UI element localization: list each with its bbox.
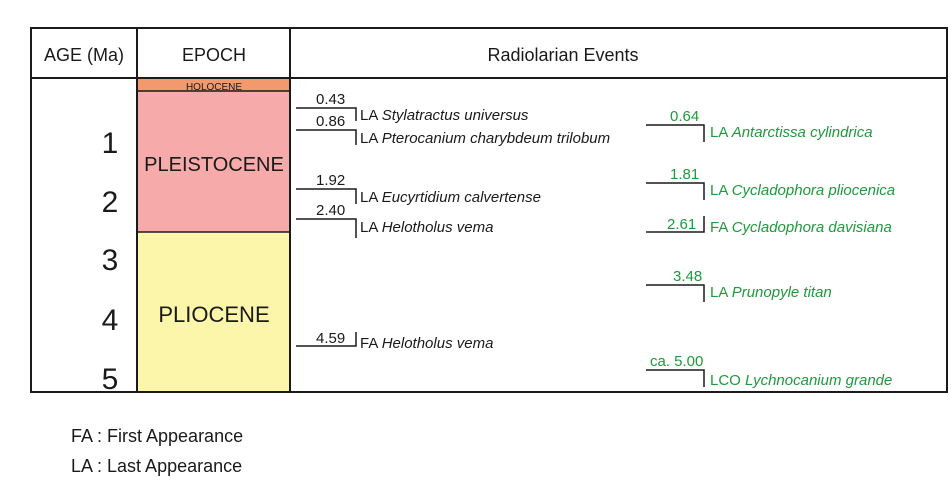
event-age: 0.64 [670,108,699,125]
event-age: 3.48 [673,268,702,285]
event-label: LA Antarctissa cylindrica [710,124,873,141]
epoch-label-pliocene: PLIOCENE [158,302,269,327]
event-bracket [646,182,705,200]
event-right-5: ca. 5.00 LCO Lychnocanium grande [646,353,892,389]
event-left-4: 2.40 LA Helotholus vema [296,202,493,238]
age-tick-1: 1 [102,127,119,160]
legend-la: LA : Last Appearance [71,456,243,476]
age-tick-4: 4 [102,304,119,337]
event-bracket [646,124,705,142]
event-age: 4.59 [316,330,345,347]
event-left-5: 4.59 FA Helotholus vema [296,330,493,352]
age-tick-5: 5 [102,363,119,396]
event-label: LA Helotholus vema [360,219,493,236]
event-age: 0.86 [316,113,345,130]
event-label: LA Pterocanium charybdeum trilobum [360,130,610,147]
event-label: LA Prunopyle titan [710,284,832,301]
event-right-4: 3.48 LA Prunopyle titan [646,268,832,302]
event-label: FA Cycladophora davisiana [710,219,892,236]
event-right-1: 0.64 LA Antarctissa cylindrica [646,108,873,142]
epoch-pliocene-fill [138,232,290,392]
table-frame [30,27,948,393]
age-tick-2: 2 [102,186,119,219]
event-label: LA Eucyrtidium calvertense [360,189,541,206]
event-bracket [296,107,357,121]
event-label: LA Cycladophora pliocenica [710,182,895,199]
legend-fa: FA : First Appearance [71,426,244,446]
event-label: LCO Lychnocanium grande [710,372,892,389]
event-bracket [296,218,357,238]
header-events: Radiolarian Events [487,45,638,65]
event-left-3: 1.92 LA Eucyrtidium calvertense [296,172,541,206]
event-age: ca. 5.00 [650,353,703,370]
event-bracket [296,188,357,204]
event-bracket [646,216,705,233]
epoch-label-holocene: HOLOCENE [186,82,242,93]
event-age: 2.61 [667,216,696,233]
event-age: 1.81 [670,166,699,183]
event-age: 1.92 [316,172,345,189]
epoch-label-pleistocene: PLEISTOCENE [144,154,284,176]
age-tick-3: 3 [102,244,119,277]
event-bracket [296,332,357,347]
event-left-1: 0.43 LA Stylatractus universus [296,91,529,124]
epoch-holocene-fill [138,79,290,91]
event-label: FA Helotholus vema [360,335,493,352]
event-bracket [646,284,705,302]
event-age: 2.40 [316,202,345,219]
event-left-2: 0.86 LA Pterocanium charybdeum trilobum [296,113,610,147]
event-right-3: 2.61 FA Cycladophora davisiana [646,216,892,236]
event-bracket [296,129,357,145]
event-right-2: 1.81 LA Cycladophora pliocenica [646,166,895,200]
header-age: AGE (Ma) [44,45,124,65]
header-epoch: EPOCH [182,45,246,65]
event-bracket [646,369,705,387]
event-label: LA Stylatractus universus [360,107,529,124]
epoch-pleistocene-fill [138,91,290,232]
event-age: 0.43 [316,91,345,108]
